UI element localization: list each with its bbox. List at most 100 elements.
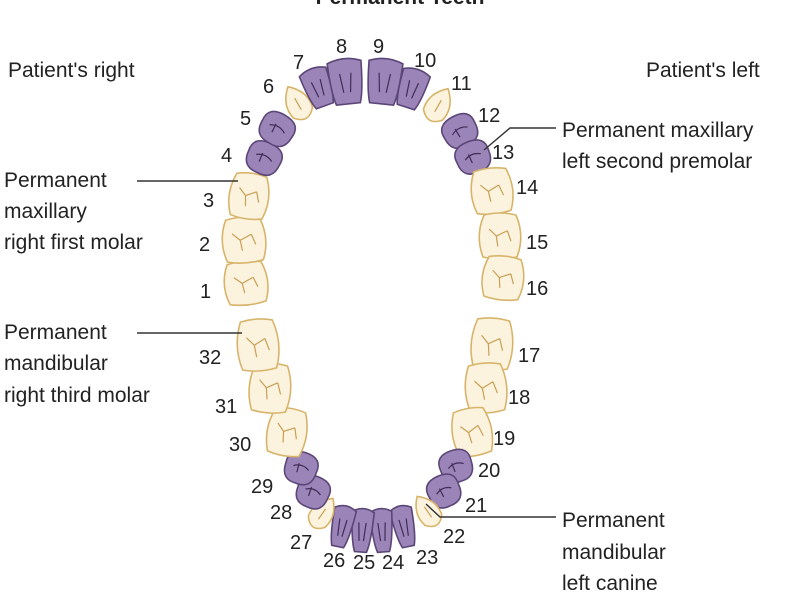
tooth-24-crown <box>368 507 393 554</box>
callout-line: right third molar <box>4 384 150 407</box>
tooth-2-groove <box>231 233 257 251</box>
tooth-18-groove <box>474 380 498 400</box>
tooth-9-groove <box>378 72 392 93</box>
tooth-11-groove <box>434 99 442 113</box>
tooth-13-groove <box>464 152 481 164</box>
tooth-number: 8 <box>336 36 348 58</box>
tooth-number: 29 <box>251 476 274 498</box>
tooth-number: 7 <box>293 52 305 74</box>
tooth-23-groove <box>398 518 409 537</box>
tooth-31-groove <box>259 379 282 400</box>
tooth-15 <box>478 212 522 260</box>
tooth-number: 11 <box>451 73 472 95</box>
tooth-number: 25 <box>353 552 376 574</box>
tooth-17-groove <box>481 334 504 356</box>
tooth-number: 30 <box>229 434 252 456</box>
tooth-8-crown <box>326 57 363 106</box>
tooth-number: 12 <box>478 105 501 127</box>
tooth-14-crown <box>470 166 514 216</box>
tooth-number: 23 <box>416 547 439 569</box>
tooth-number: 4 <box>221 145 233 167</box>
callout-line: left canine <box>562 572 658 595</box>
tooth-24 <box>368 507 393 554</box>
tooth-number: 10 <box>414 50 437 72</box>
tooth-5-groove <box>269 123 285 134</box>
tooth-number: 26 <box>323 550 346 572</box>
tooth-2 <box>221 216 267 264</box>
tooth-4-groove <box>256 152 273 162</box>
tooth-8 <box>326 57 363 106</box>
tooth-number: 5 <box>240 108 252 130</box>
tooth-number: 9 <box>373 36 385 58</box>
tooth-number: 18 <box>508 387 531 409</box>
tooth-22 <box>415 495 443 528</box>
callout-line: Permanent <box>562 509 665 532</box>
tooth-15-crown <box>478 212 522 260</box>
tooth-32-groove <box>246 337 270 358</box>
tooth-32-crown <box>236 318 280 372</box>
tooth-number: 14 <box>516 177 539 199</box>
tooth-7-groove <box>310 78 325 98</box>
callout-line: Permanent maxillary <box>562 119 754 142</box>
tooth-number: 17 <box>518 345 541 367</box>
tooth-number: 15 <box>526 232 549 254</box>
tooth-8-groove <box>338 72 352 93</box>
tooth-number: 28 <box>270 502 293 524</box>
callout-line: Permanent <box>4 321 107 344</box>
tooth-19-groove <box>460 424 484 444</box>
teeth-layer <box>221 57 525 554</box>
tooth-10-crown <box>396 67 432 111</box>
tooth-1-groove <box>233 276 259 294</box>
tooth-number: 22 <box>443 526 466 548</box>
tooth-29-groove <box>293 463 310 473</box>
tooth-6-groove <box>294 97 302 111</box>
tooth-17-crown <box>470 317 514 371</box>
tooth-24-groove <box>377 522 386 542</box>
callout-line: Permanent <box>4 169 107 192</box>
tooth-16 <box>481 254 525 302</box>
tooth-1 <box>223 259 269 307</box>
tooth-18-crown <box>464 362 508 414</box>
tooth-31-crown <box>248 362 292 414</box>
tooth-31 <box>248 362 292 414</box>
callout-leaders <box>137 127 556 518</box>
tooth-28-groove <box>305 486 321 497</box>
tooth-3-groove <box>239 187 260 207</box>
tooth-21 <box>425 473 462 509</box>
tooth-23-crown <box>388 504 416 549</box>
tooth-number: 31 <box>215 396 238 418</box>
tooth-14-groove <box>479 184 505 202</box>
diagram-title: Permanent Teeth <box>0 0 800 10</box>
tooth-14 <box>470 166 514 216</box>
tooth-19 <box>451 406 494 458</box>
tooth-16-groove <box>492 269 514 288</box>
tooth-30 <box>265 406 308 458</box>
tooth-6 <box>285 85 314 121</box>
tooth-10-groove <box>405 80 420 99</box>
tooth-30-crown <box>265 406 308 458</box>
callout-line: mandibular <box>562 541 666 564</box>
tooth-number: 3 <box>203 190 215 212</box>
tooth-number: 6 <box>263 76 275 98</box>
tooth-number: 2 <box>199 234 211 256</box>
tooth-11-crown <box>422 87 451 123</box>
tooth-number: 1 <box>200 281 212 303</box>
tooth-4-crown <box>245 139 284 177</box>
tooth-26-crown <box>330 504 358 549</box>
tooth-number: 20 <box>478 460 501 482</box>
tooth-23 <box>388 504 416 549</box>
tooth-5 <box>258 110 297 148</box>
tooth-number: 32 <box>199 347 222 369</box>
tooth-32 <box>236 318 280 372</box>
tooth-16-crown <box>481 254 525 302</box>
tooth-15-groove <box>488 228 512 247</box>
tooth-26-groove <box>337 518 348 537</box>
tooth-22-crown <box>415 495 443 528</box>
callout-line: mandibular <box>4 352 108 375</box>
tooth-3 <box>227 171 270 221</box>
tooth-17 <box>470 317 514 371</box>
tooth-4 <box>245 139 284 177</box>
tooth-number: 21 <box>465 495 488 517</box>
tooth-26 <box>330 504 358 549</box>
tooth-number: 27 <box>290 532 313 554</box>
